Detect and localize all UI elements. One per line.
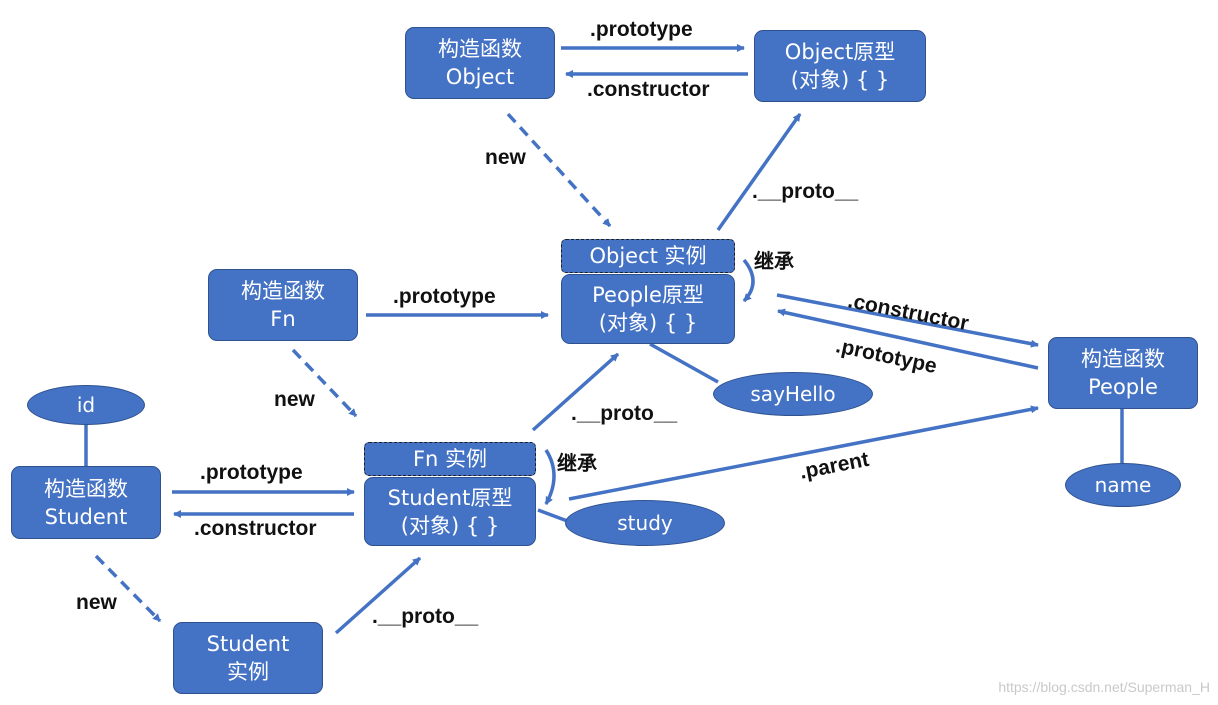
student-instance-node: Student 实例: [173, 622, 323, 694]
edge-student-new: [94, 554, 162, 623]
student-prototype-node: Student原型 (对象) { }: [364, 477, 536, 546]
label-object-new: new: [485, 146, 526, 169]
link-people-proto-sayhello: [649, 342, 719, 384]
label-instance-proto: .__proto__: [372, 605, 479, 628]
people-prototype-node: People原型 (对象) { }: [561, 274, 735, 344]
fn-instance-node: Fn 实例: [364, 442, 536, 476]
object-prototype-node: Object原型 (对象) { }: [754, 30, 926, 102]
node-label: (对象) { }: [400, 513, 500, 538]
node-label: People: [1088, 375, 1158, 399]
node-label: Student: [44, 504, 128, 529]
node-label: 构造函数: [438, 37, 522, 61]
edge-inherit-student: [544, 449, 556, 505]
edge-fn-new: [291, 348, 358, 418]
label-inherit-student: 继承: [557, 451, 597, 475]
edge-people-prototype: [777, 308, 1039, 370]
label-object-prototype: .prototype: [590, 18, 693, 41]
node-label: (对象) { }: [790, 68, 890, 92]
node-label: People原型: [592, 283, 704, 307]
edge-inherit-people: [742, 258, 755, 303]
fn-constructor-node: 构造函数 Fn: [208, 269, 358, 341]
node-label: Student原型: [387, 485, 513, 510]
edge-people-constructor: [776, 293, 1039, 348]
node-label: Object: [445, 65, 515, 89]
label-object-constructor: .constructor: [587, 78, 710, 101]
property-sayhello: sayHello: [713, 372, 873, 416]
node-label: 构造函数: [44, 476, 128, 501]
node-label: 构造函数: [241, 279, 325, 303]
label-student-prototype: .prototype: [200, 461, 303, 484]
property-study: study: [565, 500, 725, 546]
label-student-constructor: .constructor: [194, 517, 317, 540]
label-student-proto: .__proto__: [571, 402, 678, 425]
edge-student-proto-to-people-proto: [531, 352, 620, 432]
link-student-proto-study: [537, 508, 571, 524]
node-label: Student: [206, 632, 290, 656]
edge-instance-proto: [334, 556, 422, 635]
node-label: Fn 实例: [412, 447, 488, 471]
edge-object-new: [506, 112, 612, 228]
people-constructor-node: 构造函数 People: [1048, 337, 1198, 409]
node-label: Object 实例: [589, 244, 707, 268]
label-student-new: new: [76, 591, 117, 614]
label-people-proto: .__proto__: [752, 180, 859, 203]
node-label: Fn: [270, 307, 296, 331]
node-label: 实例: [227, 660, 269, 684]
property-id: id: [27, 385, 145, 425]
object-constructor-node: 构造函数 Object: [405, 27, 555, 99]
label-fn-prototype: .prototype: [393, 285, 496, 308]
object-instance-node: Object 实例: [561, 239, 735, 273]
node-label: Object原型: [784, 40, 896, 64]
node-label: 构造函数: [1081, 347, 1165, 371]
edge-student-parent: [568, 405, 1039, 501]
label-inherit-people: 继承: [754, 249, 794, 273]
student-constructor-node: 构造函数 Student: [11, 466, 161, 539]
edge-people-proto-to-object-proto: [716, 112, 802, 232]
node-label: (对象) { }: [598, 311, 698, 335]
watermark: https://blog.csdn.net/Superman_H: [998, 679, 1210, 695]
property-name: name: [1065, 463, 1181, 507]
label-fn-new: new: [274, 388, 315, 411]
